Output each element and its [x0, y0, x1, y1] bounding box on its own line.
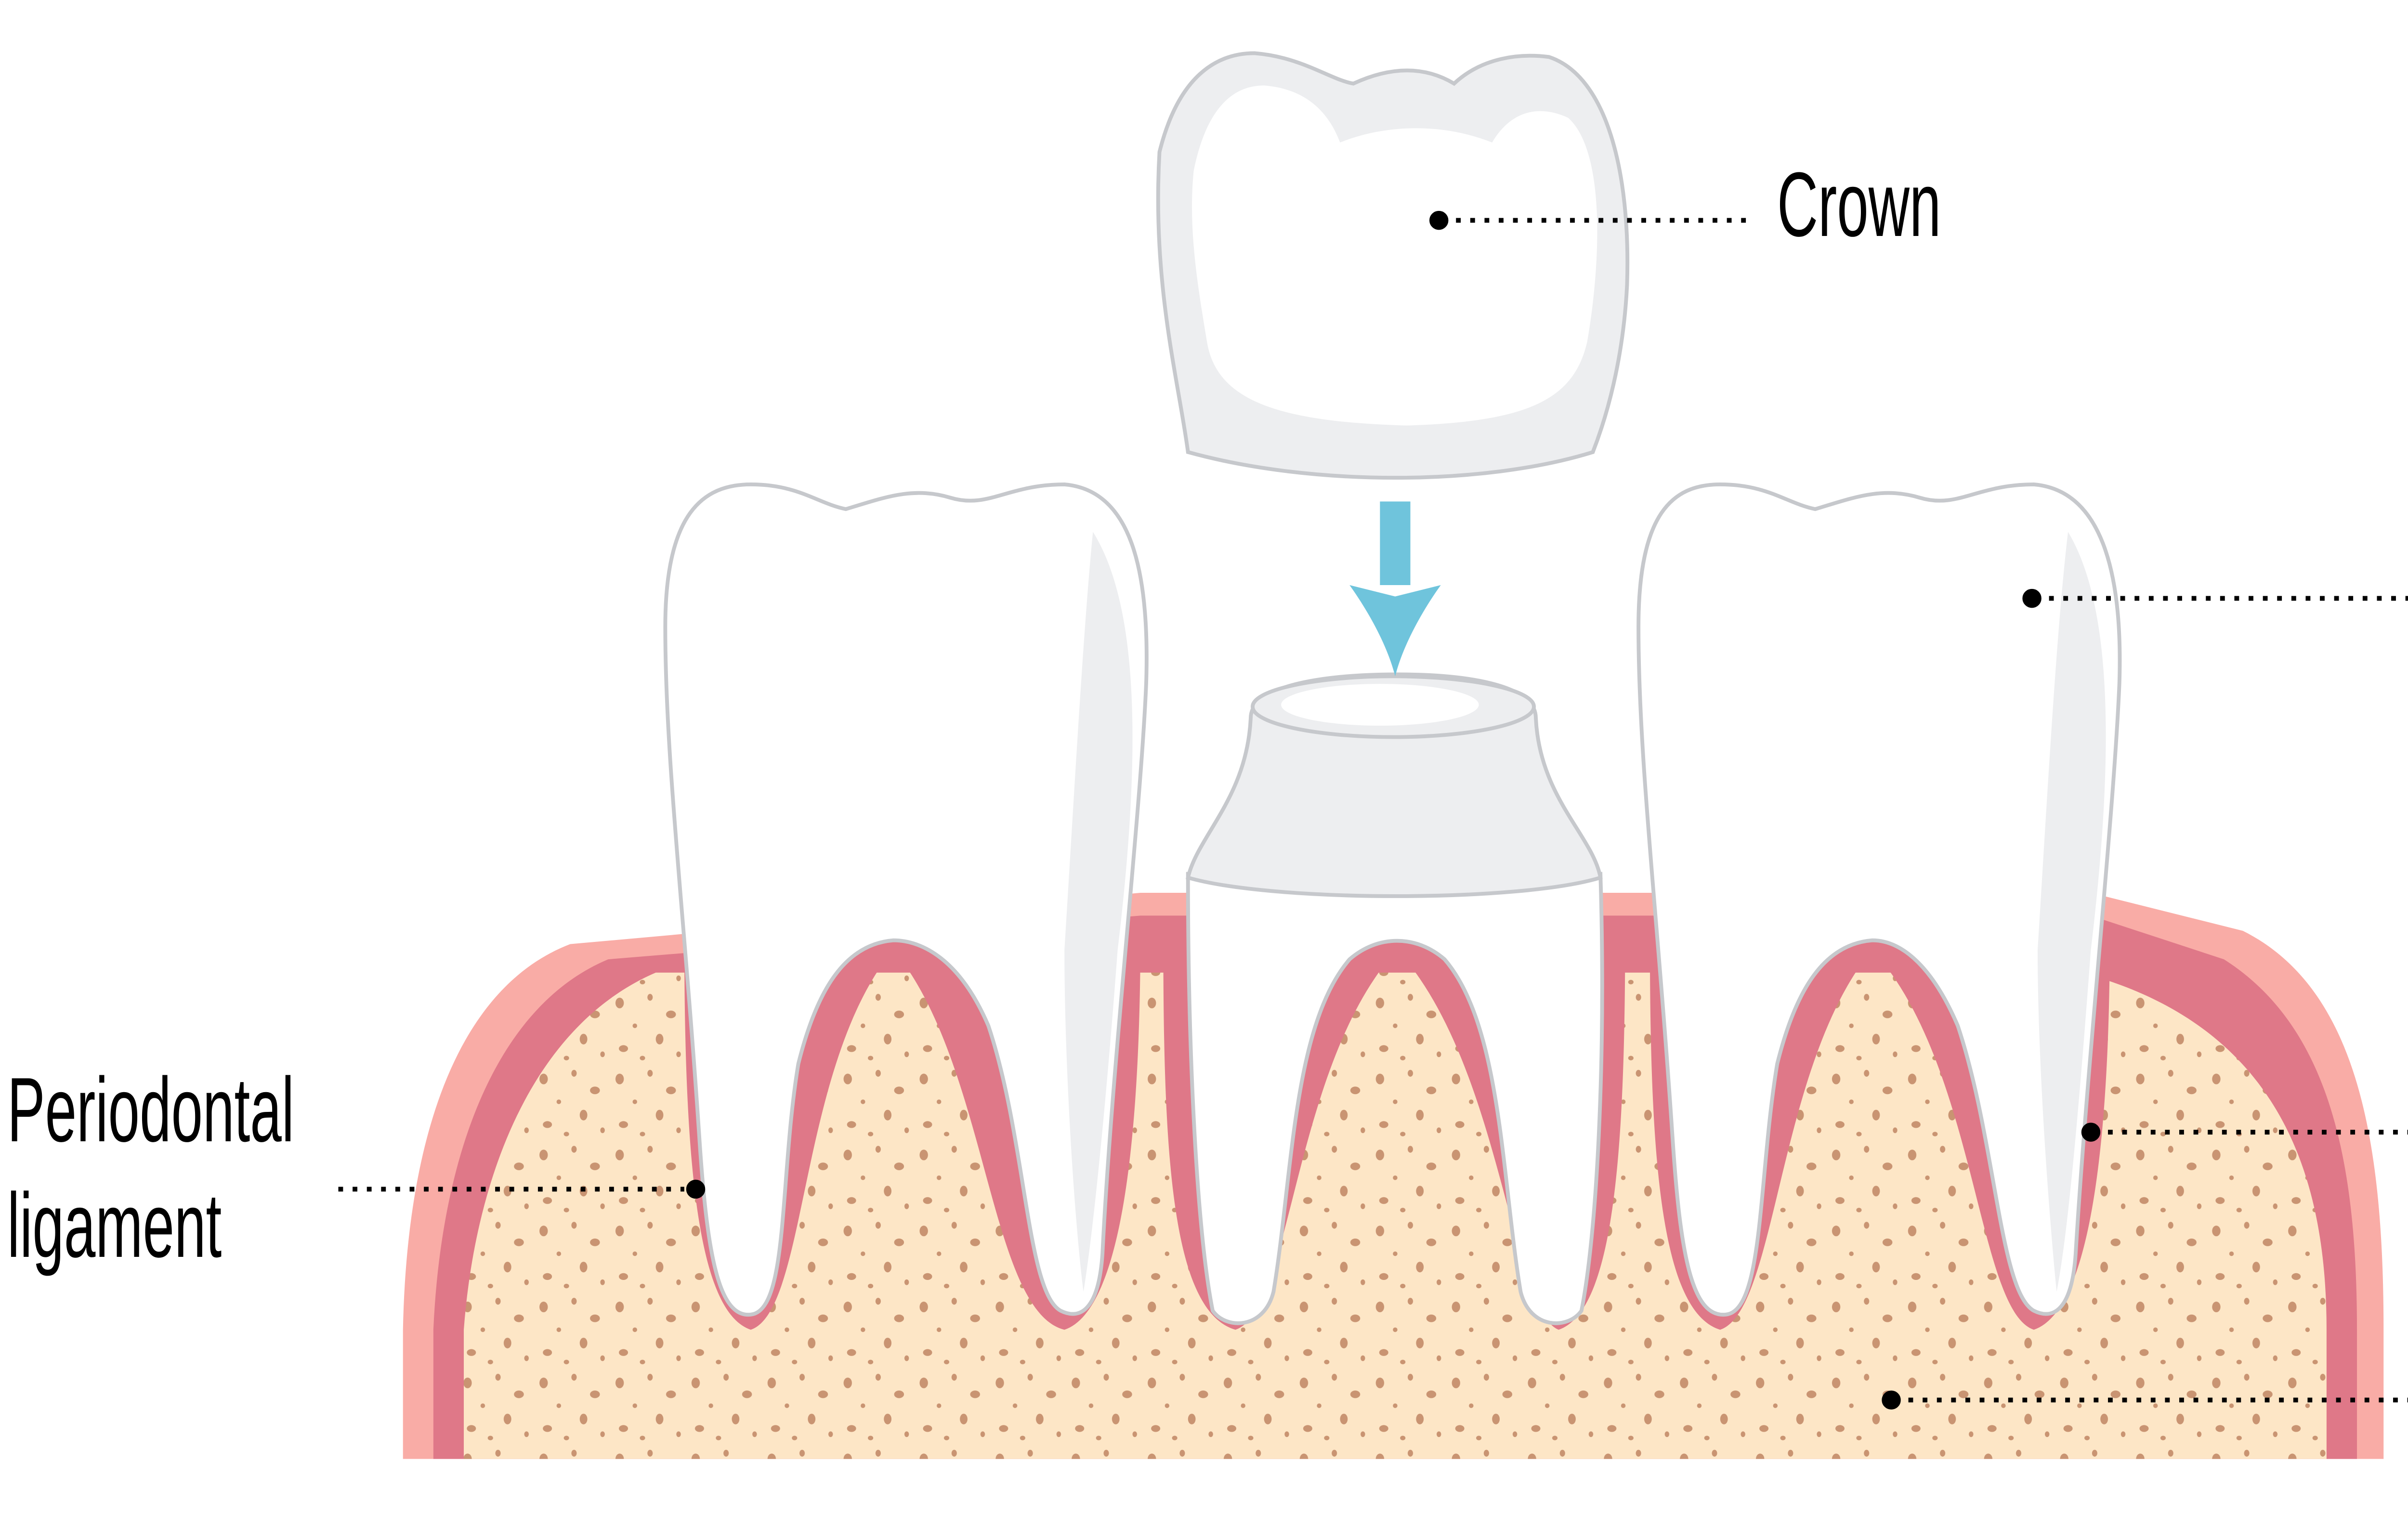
down-arrow-icon: [1349, 501, 1441, 677]
label-crown: Crown: [1777, 154, 1941, 256]
left-tooth: [663, 482, 1149, 1317]
jaw-bone: [464, 972, 2327, 1459]
crown-cap: [1156, 51, 1630, 480]
tooth-pointer-dot: [2022, 588, 2042, 608]
label-periodontal-line1: Periodontal: [7, 1059, 294, 1161]
ligament-pointer-dot: [686, 1179, 706, 1199]
right-tooth: [1636, 482, 2122, 1317]
prepared-tooth: [1186, 672, 1604, 1325]
cementum-pointer-dot: [2081, 1122, 2101, 1142]
label-periodontal-line2: ligament: [7, 1175, 222, 1277]
leader-lines: [338, 210, 2408, 1410]
jawbone-pointer-dot: [1882, 1390, 1901, 1410]
crown-pointer-dot: [1429, 210, 1449, 230]
